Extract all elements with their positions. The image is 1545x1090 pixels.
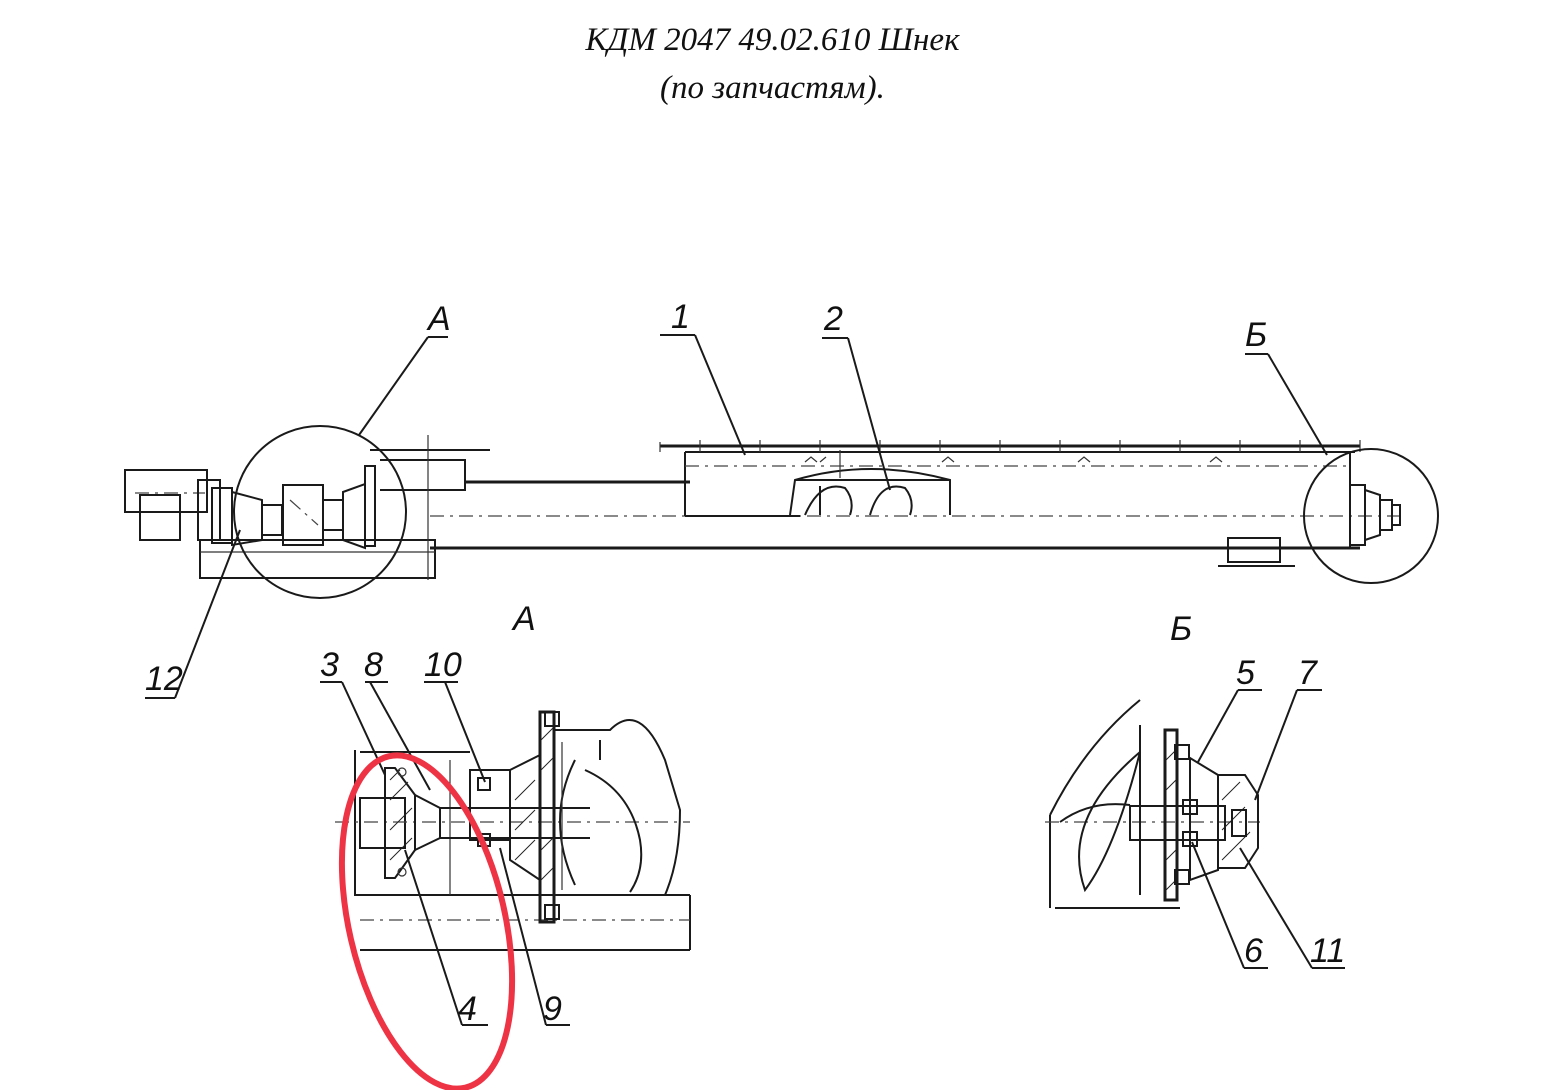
highlight-ellipse [338,752,516,1090]
drawing-subtitle: (по запчастям). [660,70,885,106]
callout-6: 6 [1244,932,1263,970]
drawing-title: КДМ 2047 49.02.610 Шнек [585,22,960,58]
view-a-leader-label: А [426,300,451,338]
callout-7: 7 [1298,654,1318,692]
detail-b [1045,699,1260,909]
callout-2: 2 [823,300,843,338]
view-b-leader-label: Б [1245,316,1267,354]
main-leaders [145,334,1328,699]
callout-9: 9 [543,990,562,1028]
detail-a-title: А [511,600,536,638]
detail-circle-b [1303,448,1439,584]
detail-a [335,710,691,951]
callout-5: 5 [1236,654,1255,692]
main-assembly [124,425,1439,599]
callout-4: 4 [458,990,477,1028]
callout-8: 8 [364,646,383,684]
callout-1: 1 [671,298,690,336]
callout-12: 12 [145,660,183,698]
callout-3: 3 [320,646,339,684]
detail-b-leaders [1191,689,1345,969]
detail-circle-a [233,425,407,599]
callout-11: 11 [1310,932,1345,970]
callout-10: 10 [424,646,462,684]
detail-b-title: Б [1170,610,1192,648]
